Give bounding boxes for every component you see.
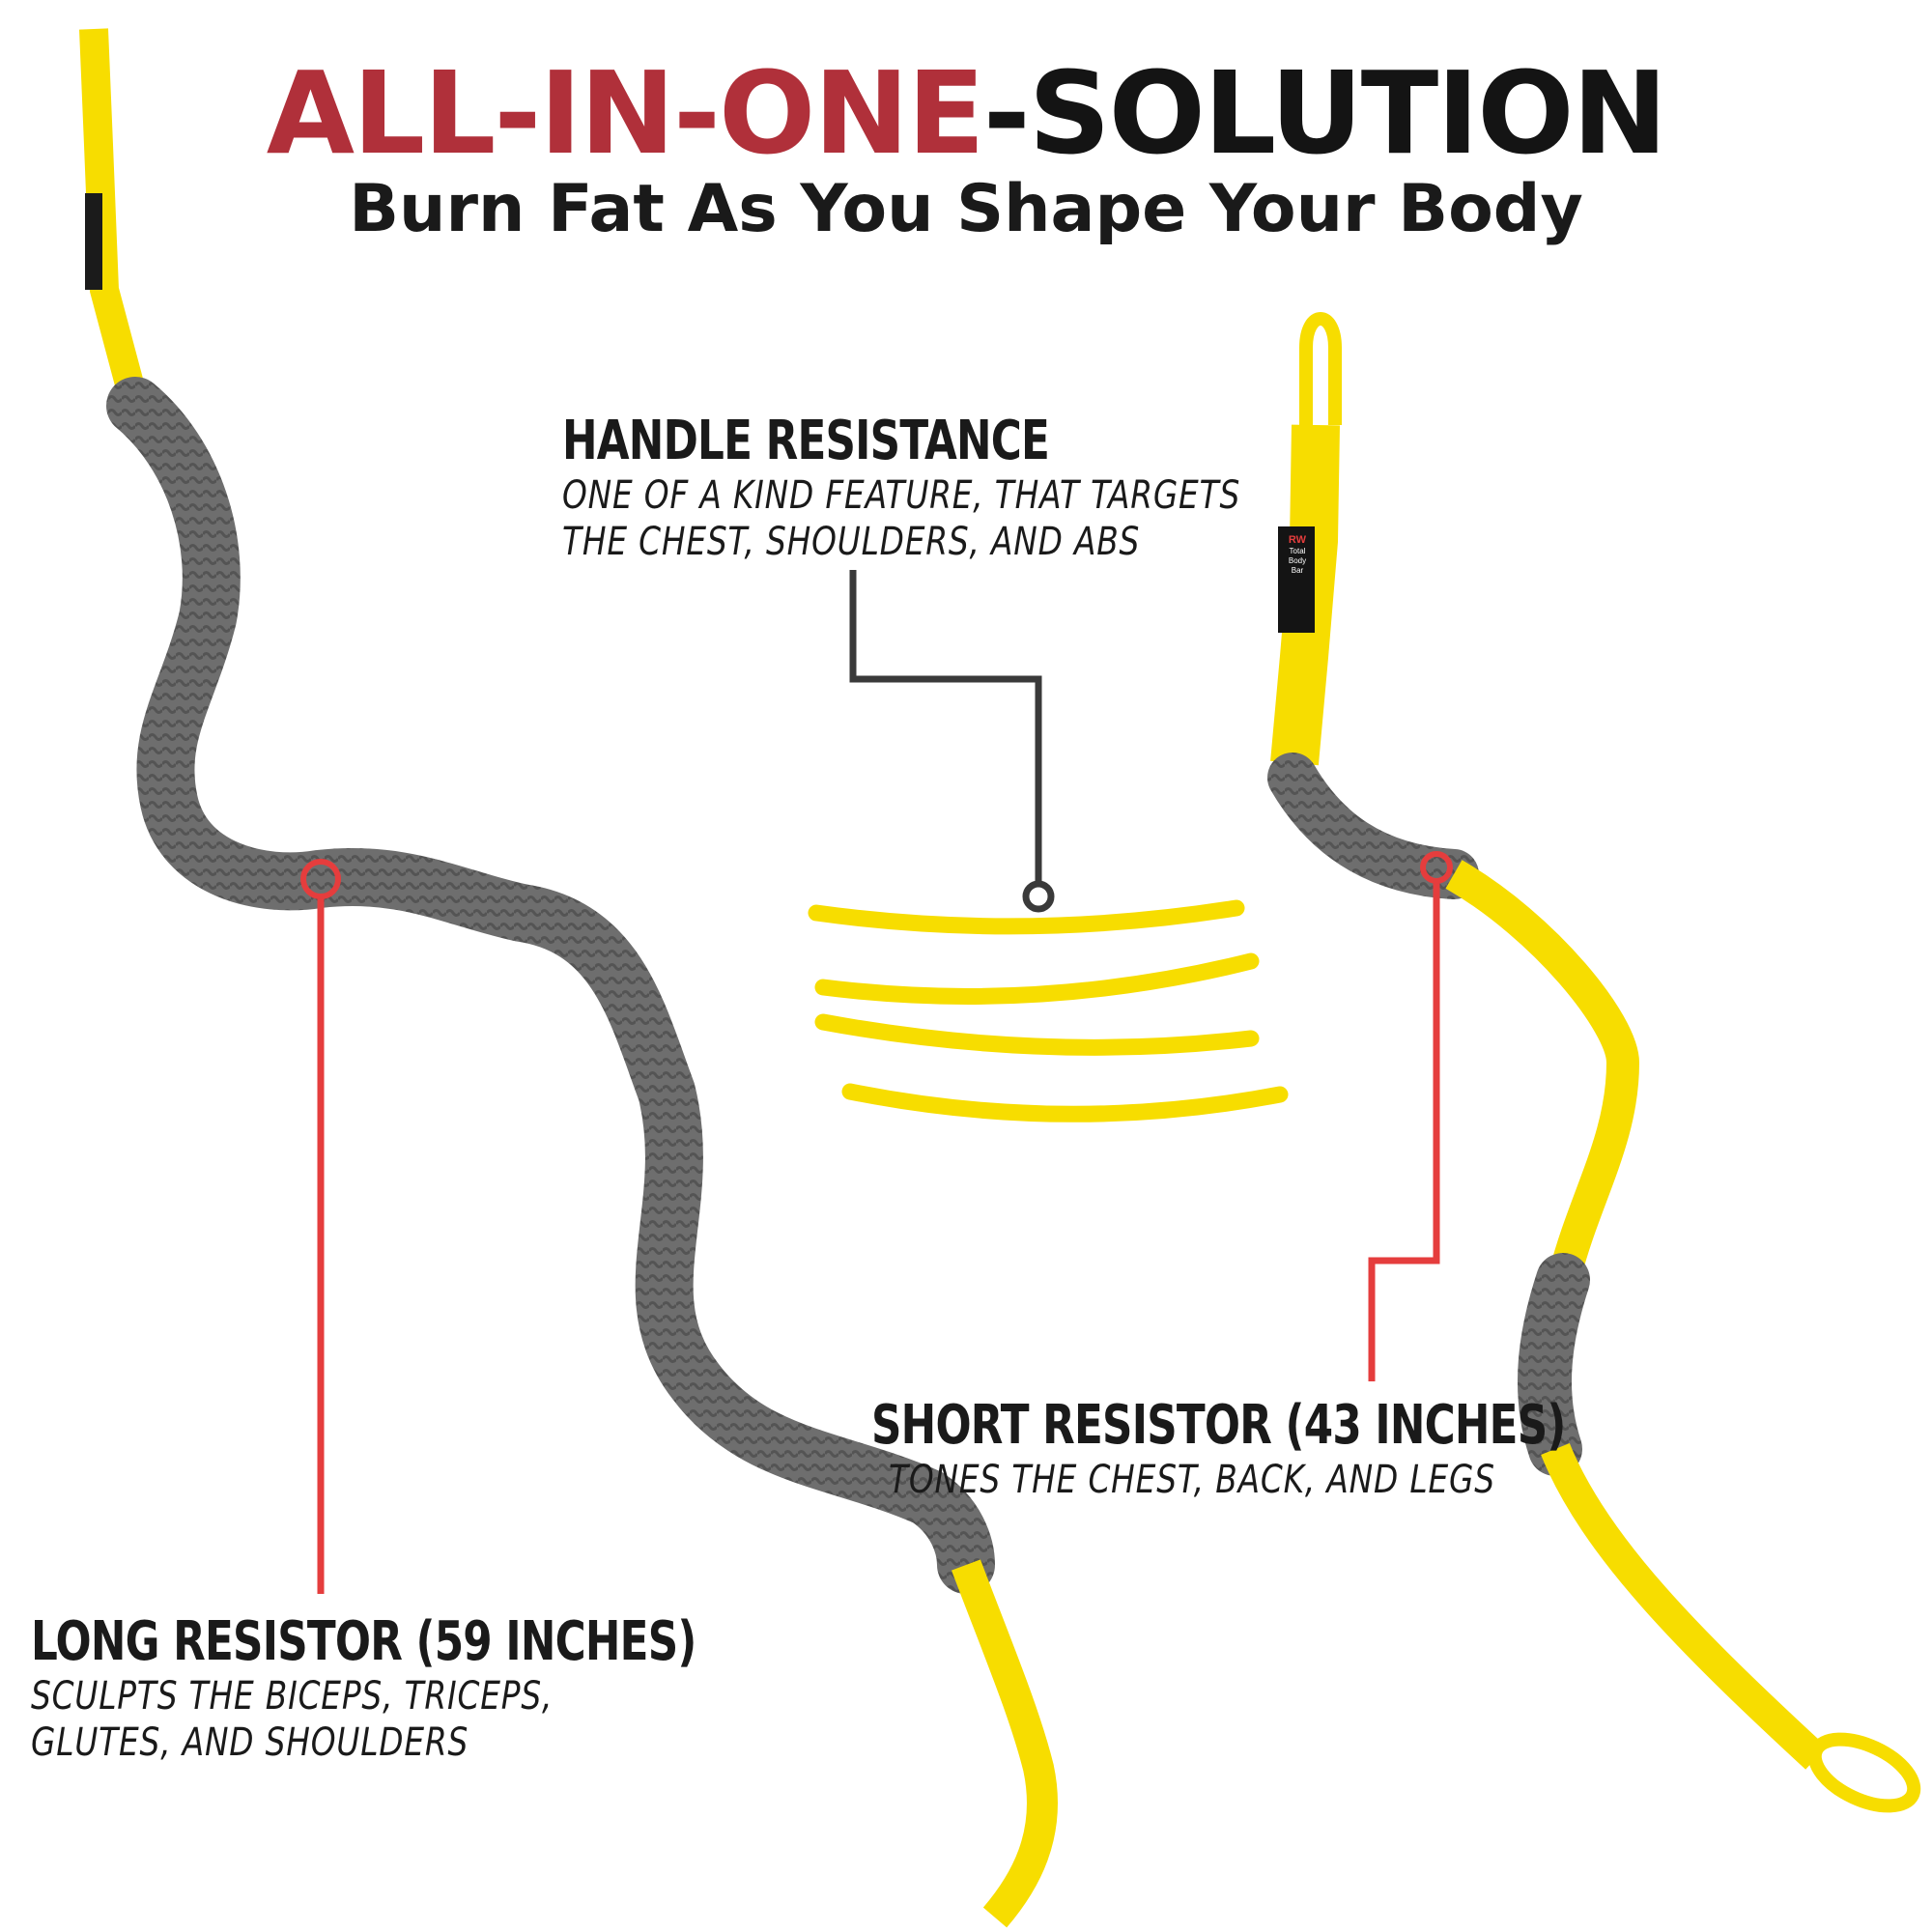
handle-tubes [808,899,1289,1122]
callout-short-resistor: SHORT RESISTOR (43 INCHES) TONES THE CHE… [871,1395,1761,1503]
short-resistor-tag [1278,526,1315,633]
callout-line: ONE OF A KIND FEATURE, THAT TARGETS [562,473,1241,518]
title-highlight: ALL-IN-ONE [266,46,985,180]
callout-line: TONES THE CHEST, BACK, AND LEGS [889,1458,1495,1502]
handle-tube [808,899,1245,935]
short-resistor-middle-strap [1445,860,1640,1280]
callout-line: SCULPTS THE BICEPS, TRICEPS, [31,1674,554,1719]
callout-heading: LONG RESISTOR (59 INCHES) [31,1610,696,1673]
callout-handle-resistance: HANDLE RESISTANCE ONE OF A KIND FEATURE,… [562,411,1389,565]
short-resistor-bottom-loop [1807,1732,1921,1813]
product-tag-logo: RW [1288,534,1307,546]
callout-heading: HANDLE RESISTANCE [562,410,1050,472]
short-resistor-top-loop [1299,312,1342,425]
long-pointer [300,859,341,1594]
callout-long-resistor: LONG RESISTOR (59 INCHES) SCULPTS THE BI… [31,1611,884,1766]
callout-line: GLUTES, AND SHOULDERS [31,1720,469,1765]
short-resistor-bottom-strap [1541,1442,1827,1770]
long-resistor-tag [85,193,102,290]
product-tag-label: RW Total Body Bar [1285,533,1310,630]
callout-heading: SHORT RESISTOR (43 INCHES) [871,1394,1566,1457]
short-resistor-upper-sleeve [1267,753,1479,899]
page-title: ALL-IN-ONE-SOLUTION [0,41,1932,185]
handle-tube [841,1083,1289,1122]
short-resistor-lower-sleeve [1518,1253,1590,1476]
short-resistor [1267,312,1921,1813]
page-subtitle: Burn Fat As You Shape Your Body [349,171,1583,247]
long-resistor-bottom-strap [952,1559,1058,1928]
handle-tube [814,952,1260,1005]
handle-pointer [849,570,1055,913]
handle-tube [814,1013,1260,1056]
long-resistor-sleeve [106,377,995,1594]
product-tag-text: Total Body Bar [1288,547,1307,575]
callout-line: THE CHEST, SHOULDERS, AND ABS [562,520,1141,564]
title-rest: -SOLUTION [982,46,1668,180]
long-resistor [79,28,1058,1928]
short-pointer [1368,851,1453,1381]
